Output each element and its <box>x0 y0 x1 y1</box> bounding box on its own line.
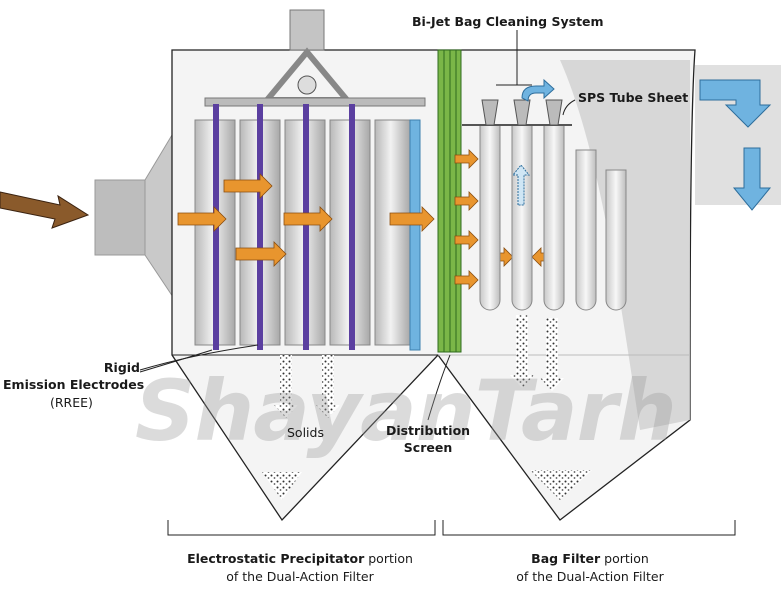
bag-hopper-dust <box>530 470 592 500</box>
label-bag-rest: portion <box>600 551 649 566</box>
label-emission-electrodes: Emission Electrodes <box>3 377 145 392</box>
label-screen: Screen <box>403 440 453 455</box>
label-bag-sub: of the Dual-Action Filter <box>516 569 664 584</box>
label-bag-portion: Bag Filter portion <box>460 551 720 567</box>
electrode-rail <box>204 97 426 107</box>
esp-outlet-plate <box>409 119 421 351</box>
rigid-emission-electrodes <box>213 104 355 350</box>
gas-flow-arrows <box>177 149 556 290</box>
filter-bags <box>479 124 627 311</box>
label-solids: Solids <box>287 425 324 440</box>
label-esp-portion: Electrostatic Precipitator portion <box>150 551 450 567</box>
bag-updraft-arrow <box>511 164 531 206</box>
outlet-duct <box>695 65 781 211</box>
cleaning-pulse-arrow <box>521 78 555 102</box>
bijet-nozzles <box>481 99 563 126</box>
label-esp-rest: portion <box>364 551 413 566</box>
label-rigid: Rigid <box>103 360 140 375</box>
falling-solids <box>274 315 564 418</box>
label-sps-tube-sheet: SPS Tube Sheet <box>578 90 689 105</box>
watermark: ShayanTarh <box>135 362 677 460</box>
esp-hopper-dust <box>262 472 302 500</box>
label-esp-sub: of the Dual-Action Filter <box>226 569 374 584</box>
collecting-plates <box>194 119 411 346</box>
label-bag-bold: Bag Filter <box>531 551 601 566</box>
label-bijet: Bi-Jet Bag Cleaning System <box>412 14 604 29</box>
label-rree: (RREE) <box>50 395 93 410</box>
inlet-flow-arrow <box>0 191 90 229</box>
label-leaders <box>139 99 576 421</box>
section-brackets <box>167 520 736 536</box>
inlet-duct <box>94 128 176 302</box>
label-distribution: Distribution <box>385 423 471 438</box>
label-esp-bold: Electrostatic Precipitator <box>187 551 365 566</box>
